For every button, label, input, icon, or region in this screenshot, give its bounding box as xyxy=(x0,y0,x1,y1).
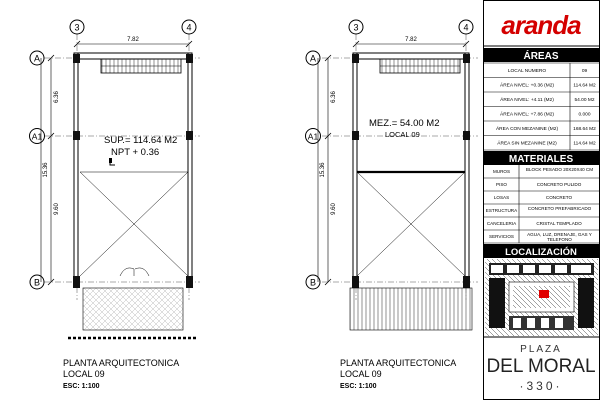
materials-row-label: SERVICIOS xyxy=(489,234,514,239)
paving-right xyxy=(349,287,473,331)
grid-bubble-b xyxy=(29,274,45,290)
areas-row-label: LOCAL NUMERO xyxy=(508,68,546,74)
brand-logo: aranda xyxy=(501,10,581,40)
plan-subtitle-right: LOCAL 09 xyxy=(340,369,382,379)
areas-row-label: ÁREA NIVEL: +4.11 (M2) xyxy=(500,96,554,103)
grid-label-a-right: A xyxy=(310,54,316,64)
location-map xyxy=(485,259,598,336)
grid-label-3: 3 xyxy=(74,23,79,33)
materials-row-label: CANCELERIA xyxy=(487,221,517,226)
areas-row-label: ÁREA SIN MEZANINE (M2) xyxy=(497,140,557,147)
materials-row-label: PISO xyxy=(496,182,507,187)
materials-row-value: CONCRETO xyxy=(546,195,573,200)
dim-width-right: 7.82 xyxy=(405,37,417,43)
grid-label-b-right: B xyxy=(310,278,316,288)
plan-scale-right: ESC: 1:100 xyxy=(340,383,377,390)
areas-row-label: ÁREA NIVEL: +7.86 (M2) xyxy=(500,111,554,118)
grid-label-a1-right: A1 xyxy=(308,132,319,142)
grid-label-4-right: 4 xyxy=(463,23,468,33)
materials-row-label: ESTRUCTURA xyxy=(486,208,518,213)
materials-row-value: BLOCK PESADO 20X20X40 CM xyxy=(525,166,594,172)
grid-label-4: 4 xyxy=(186,23,191,33)
grid-bubble-b-right xyxy=(305,274,321,290)
plan-scale-left: ESC: 1:100 xyxy=(63,383,100,390)
plaza-line1: PLAZA xyxy=(520,344,562,355)
materials-row-value: CONCRETO PREFABRICADO xyxy=(527,205,592,211)
grid-bubble-3 xyxy=(69,19,85,35)
dim-width: 7.82 xyxy=(127,37,139,43)
materials-row-value: AGUA, LUZ, DRENAJE, GAS Y TELEFONO xyxy=(527,231,592,242)
materials-row-value: CRISTAL TEMPLADO xyxy=(536,221,582,226)
location-header: LOCALIZACIÓN xyxy=(505,246,577,258)
areas-row-value: 0.000 xyxy=(578,112,590,118)
plan-left: 3 4 A A1 B 7.82 6.36 9.60 15.36 xyxy=(29,19,200,390)
grid-label-3-right: 3 xyxy=(353,23,358,33)
areas-row-value: 168.64 M2 xyxy=(573,126,596,132)
areas-row-value: 54.00 M2 xyxy=(574,97,594,103)
level-label-left: NPT + 0.36 xyxy=(111,147,159,158)
materials-table: MUROS BLOCK PESADO 20X20X40 CM PISO CONC… xyxy=(484,165,599,244)
grid-bubble-4-right xyxy=(458,19,474,35)
plan-title-right: PLANTA ARQUITECTONICA xyxy=(340,358,456,368)
areas-row-label: ÁREA NIVEL: +0.36 (M2) xyxy=(500,82,554,89)
plan-right: 3 4 A A1 B 7.82 6.36 9.60 15.36 xyxy=(305,19,478,390)
grid-bubble-3-right xyxy=(348,19,364,35)
dim-total: 15.36 xyxy=(43,162,49,178)
grid-bubble-4 xyxy=(181,19,197,35)
dim-top-seg: 6.36 xyxy=(54,91,60,103)
info-panel: aranda ÁREAS LOCAL NUMERO 09 ÁREA NIVEL:… xyxy=(483,0,600,400)
plan-subtitle-left: LOCAL 09 xyxy=(63,369,105,379)
areas-row-value: 114.64 M2 xyxy=(573,141,596,147)
grid-label-b: B xyxy=(34,278,40,288)
grid-bubble-a-right xyxy=(305,50,321,66)
materials-row-value: CONCRETO PULIDO xyxy=(537,182,582,187)
plaza-line3: ·330· xyxy=(519,379,562,393)
grid-label-a1: A1 xyxy=(32,132,43,142)
paving-left xyxy=(82,287,184,331)
drawing-area: 3 4 A A1 B 7.82 6.36 9.60 15.36 xyxy=(29,19,478,390)
areas-header: ÁREAS xyxy=(523,49,558,62)
plan-title-left: PLANTA ARQUITECTONICA xyxy=(63,358,179,368)
areas-row-value: 09 xyxy=(582,68,588,74)
areas-row-label: ÁREA CON MEZANINE (M2) xyxy=(496,125,559,132)
materials-row-label: MUROS xyxy=(493,169,510,174)
area-label-right: MEZ.= 54.00 M2 xyxy=(369,118,440,129)
materials-row-label: LOSAS xyxy=(494,195,509,200)
areas-row-value: 114.64 M2 xyxy=(573,83,596,89)
dim-top-seg-right: 6.36 xyxy=(331,91,337,103)
areas-table: LOCAL NUMERO 09 ÁREA NIVEL: +0.36 (M2) 1… xyxy=(484,62,599,151)
grid-label-a: A xyxy=(34,54,40,64)
plaza-line2: DEL MORAL xyxy=(486,356,595,377)
grid-bubble-a1-right xyxy=(305,128,321,144)
dim-bottom-seg-right: 9.60 xyxy=(331,203,337,215)
area-label-left: SUP.= 114.64 M2 xyxy=(104,135,177,146)
grid-bubble-a xyxy=(29,50,45,66)
local-label-right: LOCAL 09 xyxy=(385,130,420,139)
dim-bottom-seg: 9.60 xyxy=(54,203,60,215)
materials-header: MATERIALES xyxy=(509,154,574,165)
dim-total-right: 15.36 xyxy=(320,162,326,178)
